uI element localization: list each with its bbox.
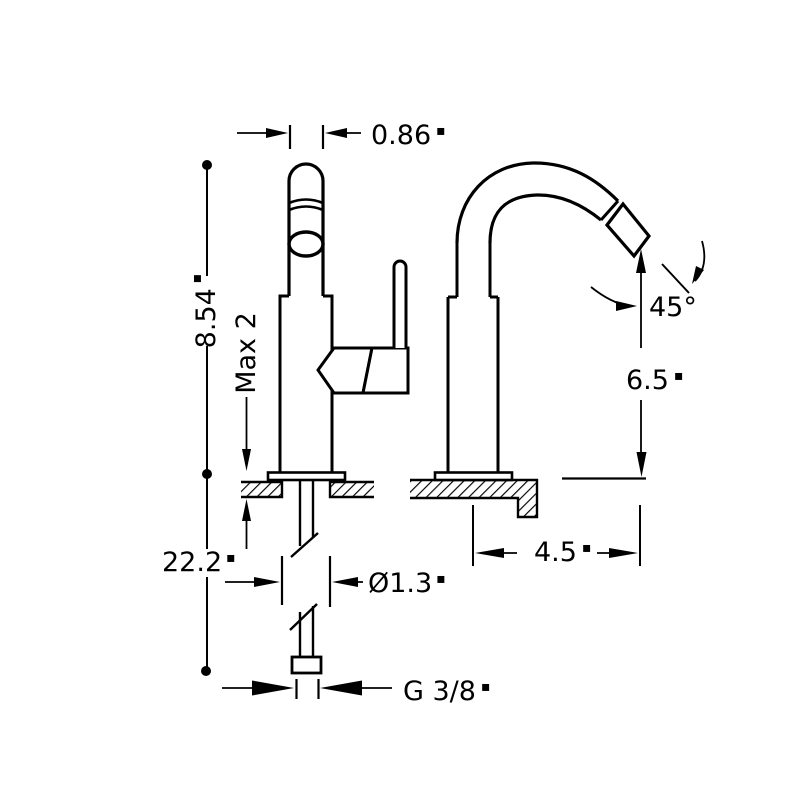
spout-curve-inner — [488, 193, 603, 244]
spout-column — [287, 162, 325, 296]
counter-hatch-right — [330, 482, 374, 497]
dim-value: 45° — [649, 292, 697, 323]
body-side — [446, 295, 500, 473]
arc-upper — [694, 240, 706, 282]
dimension-spout-height — [562, 249, 647, 480]
counter-outline-left — [241, 480, 284, 499]
dim-label-aerator-angle: 45° — [649, 292, 697, 323]
dim-label-spout-reach: 4.5 ▪ — [534, 537, 591, 568]
arrowhead-right — [254, 577, 280, 587]
inch-mark: ▪ — [226, 550, 236, 566]
arrowhead-left — [320, 680, 362, 696]
base-plate-side — [433, 471, 514, 482]
pipe-break-lower — [289, 603, 318, 631]
extension-ticks — [295, 679, 320, 699]
dim-label-spout-width: 0.86 ▪ — [371, 120, 446, 151]
inch-mark: ▪ — [674, 368, 684, 384]
arrowhead-upper — [692, 266, 704, 284]
aerator-tip — [604, 201, 652, 259]
inch-mark: ▪ — [189, 274, 205, 284]
dim-value: 0.86 — [371, 120, 431, 151]
dim-value: 4.5 — [534, 537, 577, 568]
spout-collar-ellipse — [287, 230, 325, 258]
spout-ring-lower — [288, 205, 324, 212]
extension-lines — [472, 505, 641, 566]
dim-label-max-deck-thickness: Max 2 — [231, 312, 262, 394]
connector-nut — [290, 655, 323, 675]
dim-value: 6.5 — [626, 365, 669, 396]
arrowhead-up — [636, 249, 646, 273]
dim-label-spout-height: 6.5 ▪ — [626, 365, 683, 396]
counter-outline-right — [328, 480, 374, 499]
counter-hatch-side — [410, 480, 537, 517]
dimension-supply-length — [201, 478, 211, 676]
dim-label-supply-length: 22.2▪ — [162, 547, 236, 578]
dimension-base-diameter — [225, 556, 363, 607]
arrowhead-lower — [616, 301, 637, 311]
arrowhead-right — [252, 680, 294, 696]
dimension-spout-reach — [472, 505, 641, 566]
inch-mark: ▪ — [436, 123, 446, 139]
base-plate-front — [266, 471, 347, 482]
dim-value: Ø1.3 — [368, 568, 432, 599]
body-front — [278, 294, 334, 473]
arrowhead-right — [609, 548, 638, 558]
dim-value: Max 2 — [231, 312, 262, 394]
inch-mark: ▪ — [582, 540, 592, 556]
dimension-overall-height — [202, 160, 212, 479]
dim-value: G 3/8 — [403, 676, 476, 707]
dimension-max-deck-thickness — [242, 397, 251, 549]
riser-tube — [455, 243, 492, 297]
spout-ring-upper — [288, 198, 324, 205]
dim-label-thread-size: G 3/8 ▪ — [403, 676, 490, 707]
arrowhead-left — [475, 548, 504, 558]
counter-outline-side — [410, 478, 539, 519]
arrowhead-down — [242, 449, 251, 471]
spout-end-edge — [599, 199, 620, 222]
arrowhead-down — [636, 452, 647, 477]
dimension-aerator-angle — [590, 240, 706, 311]
extension-ticks — [288, 125, 325, 149]
spout-curve-outer — [455, 161, 620, 244]
arrowhead-up — [242, 499, 251, 521]
dimension-thread-size — [222, 679, 392, 699]
pipe-break-upper — [290, 532, 319, 558]
dim-dot-bottom — [201, 666, 211, 676]
counter-hatch-left — [241, 482, 282, 497]
arrowhead-left — [325, 128, 347, 138]
handle-lever — [392, 259, 408, 348]
dim-label-base-diameter: Ø1.3▪ — [368, 568, 446, 599]
inch-mark: ▪ — [481, 679, 491, 695]
side-view — [410, 161, 652, 519]
dim-value: 22.2 — [162, 547, 222, 578]
inch-mark: ▪ — [436, 571, 446, 587]
arrowhead-right — [266, 128, 288, 138]
arrowhead-left — [332, 577, 358, 587]
angle-reference-line — [661, 263, 690, 294]
dimension-spout-width — [237, 125, 361, 149]
handle-base — [361, 346, 410, 395]
front-view — [241, 162, 410, 675]
extension-ticks — [280, 556, 332, 607]
dim-value: 8.54 — [191, 288, 222, 348]
dim-label-overall-height: 8.54 ▪ — [189, 274, 222, 349]
supply-pipe-upper — [298, 481, 315, 546]
